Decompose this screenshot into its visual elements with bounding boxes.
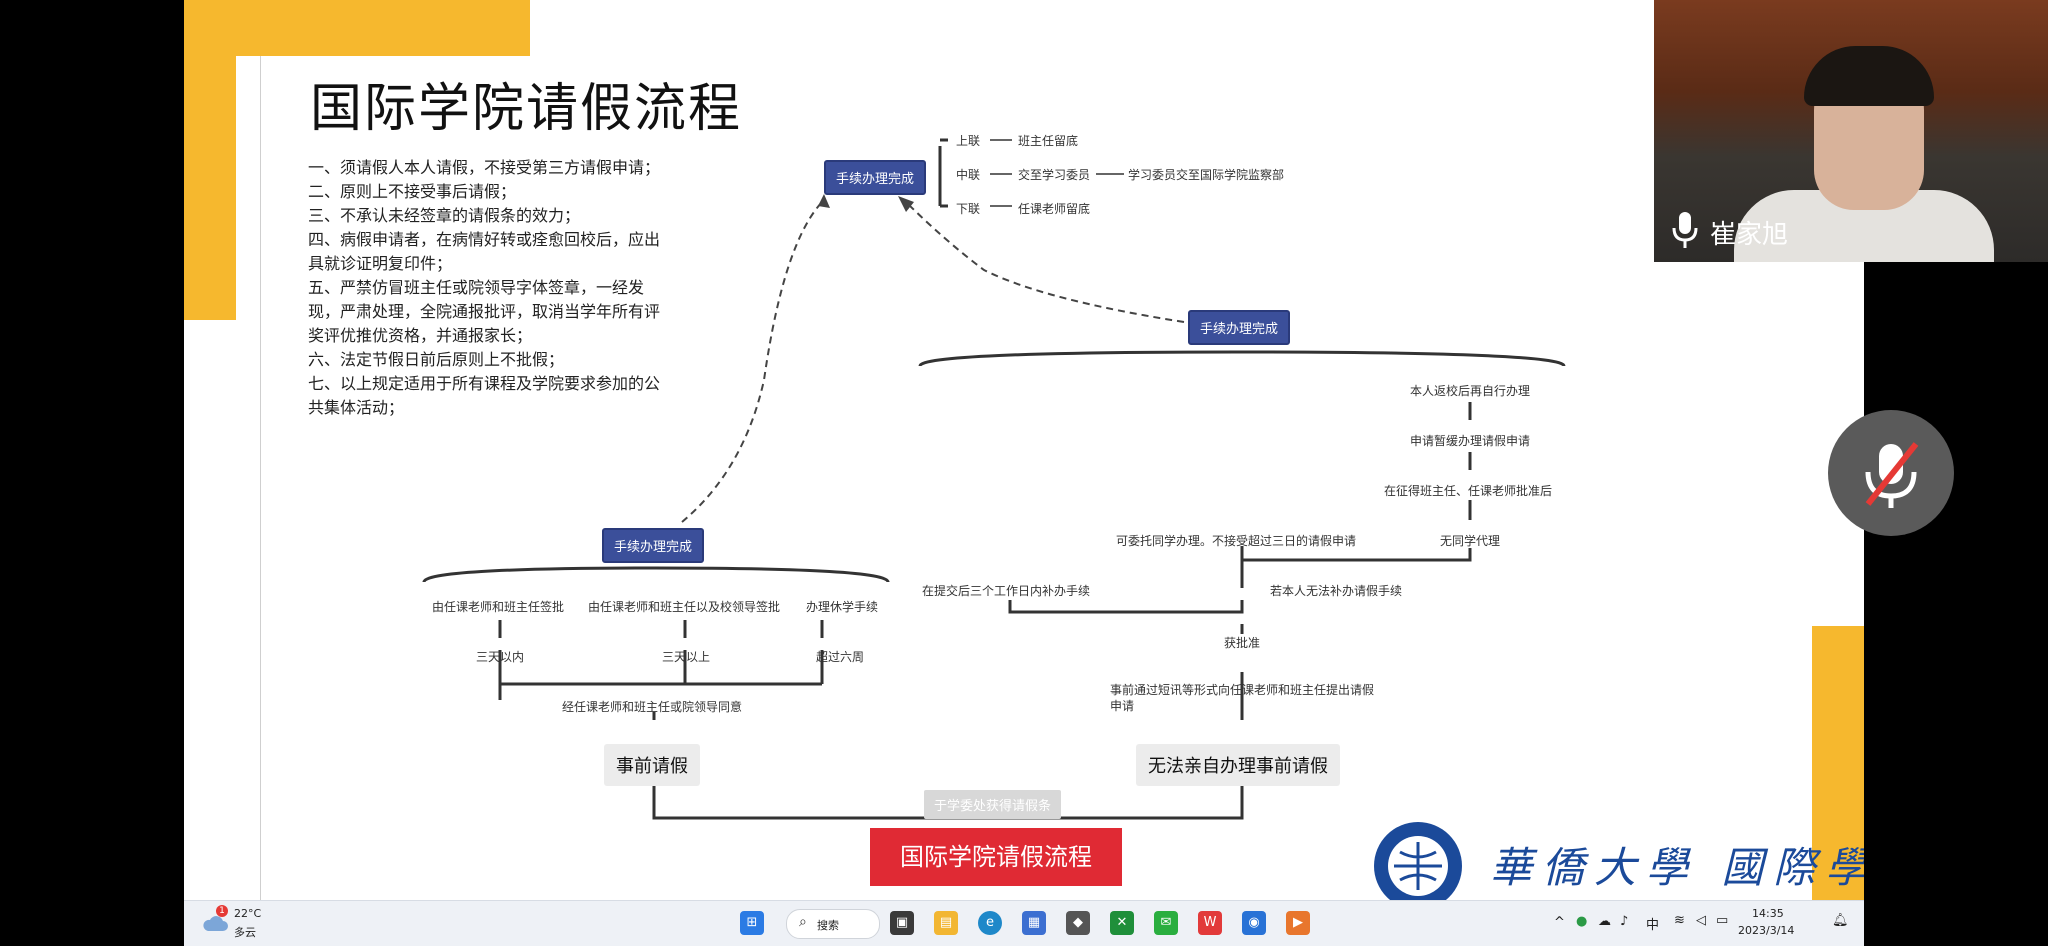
wifi-icon[interactable]: ≋ [1674, 913, 1685, 928]
flow-branch-left: 事前请假 [604, 744, 700, 786]
rule-line: 现，严肃处理，全院通报批评，取消当学年所有评 [308, 302, 661, 321]
rule-line: 共集体活动； [308, 398, 405, 417]
volume-icon[interactable]: ◁ [1696, 913, 1706, 928]
flow-right-return: 本人返校后再自行办理 [1410, 384, 1531, 398]
flow-right-after-sign: 在征得班主任、任课老师批准后 [1384, 484, 1553, 498]
flow-top-mid: 交至学习委员 [1018, 168, 1091, 182]
accent-bar-right [1812, 626, 1864, 900]
wechat-icon[interactable]: ✉ [1154, 911, 1178, 935]
tray-cloud-icon[interactable]: ● [1576, 914, 1588, 929]
notification-icon[interactable]: 🔔︎ [1832, 913, 1849, 928]
flow-left-duration-3: 超过六周 [816, 650, 865, 664]
mute-mic-button[interactable] [1828, 410, 1954, 536]
slides-app-icon[interactable]: ▶ [1286, 911, 1310, 935]
flow-right-within3: 在提交后三个工作日内补办手续 [922, 584, 1091, 598]
start-button[interactable]: ⊞ [740, 911, 764, 935]
accent-bar-left [184, 0, 236, 320]
participant-name: 崔家旭 [1710, 220, 1789, 250]
flow-done-top: 手续办理完成 [824, 160, 927, 195]
flow-done-left: 手续办理完成 [602, 528, 705, 563]
shared-screen: 国际学院请假流程 一、须请假人本人请假，不接受第三方请假申请； 二、原则上不接受… [184, 0, 1864, 945]
flow-root: 国际学院请假流程 [870, 828, 1122, 886]
weather-badge: 1 [216, 905, 228, 917]
clock-time[interactable]: 14:35 [1752, 907, 1784, 920]
flow-left-duration-2: 三天以上 [662, 650, 711, 664]
rule-line: 奖评优推优资格，并通报家长； [308, 326, 533, 345]
app-3d-icon[interactable]: ◆ [1066, 911, 1090, 935]
rule-line: 七、以上规定适用于所有课程及学院要求参加的公 [308, 374, 661, 393]
flow-right-entrust: 可委托同学办理。不接受超过三日的请假申请 [1116, 534, 1357, 548]
rule-line: 四、病假申请者，在病情好转或痊愈回校后，应出 [308, 230, 661, 249]
rule-line: 三、不承认未经签章的请假条的效力； [308, 206, 581, 225]
flow-top-upper: 班主任留底 [1018, 134, 1079, 148]
flow-top-lower: 任课老师留底 [1018, 202, 1091, 216]
weather-temp[interactable]: 22°C [234, 907, 262, 920]
flow-collect-slip: 于学委处获得请假条 [924, 790, 1062, 819]
flow-right-apply-defer: 申请暂缓办理请假申请 [1410, 434, 1531, 448]
rule-line: 五、严禁仿冒班主任或院领导字体签章，一经发 [308, 278, 645, 297]
mic-muted-icon [1865, 442, 1919, 508]
flow-done-right: 手续办理完成 [1188, 310, 1291, 345]
flow-left-approval-2: 由任课老师和班主任以及校领导签批 [588, 600, 781, 614]
flow-top-mid-next: 学习委员交至国际学院监察部 [1128, 168, 1285, 182]
flow-branch-right: 无法亲自办理事前请假 [1136, 744, 1340, 786]
flow-right-step1: 事前通过短讯等形式向任课老师和班主任提出请假申请 [1110, 683, 1375, 713]
tray-onedrive-icon[interactable]: ☁ [1598, 914, 1611, 929]
flow-left-agree: 经任课老师和班主任或院领导同意 [562, 700, 743, 714]
rules-list: 一、须请假人本人请假，不接受第三方请假申请； 二、原则上不接受事后请假； 三、不… [308, 156, 688, 420]
battery-icon[interactable]: ▭ [1716, 913, 1729, 928]
rule-line: 二、原则上不接受事后请假； [308, 182, 517, 201]
school-logo [1374, 822, 1462, 900]
taskbar-search[interactable]: ⌕ 搜索 [786, 909, 880, 939]
rule-line: 六、法定节假日前后原则上不批假； [308, 350, 565, 369]
tray-chevron-icon[interactable]: ^ [1554, 915, 1565, 930]
store-icon[interactable]: ▦ [1022, 911, 1046, 935]
participant-hair [1804, 46, 1934, 106]
task-view-icon[interactable]: ▣ [890, 911, 914, 935]
taskbar: 1 22°C 多云 ⊞ ⌕ 搜索 ▣ ▤ e ▦ ◆ ✕ ✉ W ◉ ▶ ^ ●… [184, 900, 1864, 946]
search-icon: ⌕ [799, 914, 807, 930]
clock-date[interactable]: 2023/3/14 [1738, 924, 1795, 937]
rule-line: 具就诊证明复印件； [308, 254, 453, 273]
flow-top-upper-label: 上联 [956, 134, 981, 148]
slide-title: 国际学院请假流程 [310, 79, 743, 139]
weather-desc: 多云 [234, 926, 256, 939]
edge-browser-icon[interactable]: e [978, 911, 1002, 935]
wps-icon[interactable]: W [1198, 911, 1222, 935]
flow-top-lower-label: 下联 [956, 202, 981, 216]
flow-left-approval-3: 办理休学手续 [806, 600, 879, 614]
xbox-icon[interactable]: ✕ [1110, 911, 1134, 935]
slide-divider [260, 56, 261, 900]
tray-mic-icon[interactable]: ♪ [1620, 914, 1629, 929]
search-label: 搜索 [817, 919, 839, 932]
flow-left-duration-1: 三天以内 [476, 650, 525, 664]
flow-top-mid-label: 中联 [956, 168, 981, 182]
flow-right-cannot: 若本人无法补办请假手续 [1270, 584, 1403, 598]
school-logo-text: 華僑大學 國際學院 [1490, 843, 1864, 892]
mic-icon [1672, 212, 1698, 248]
flow-right-no-proxy: 无同学代理 [1440, 534, 1501, 548]
cloud-icon [203, 916, 228, 931]
meeting-app-icon[interactable]: ◉ [1242, 911, 1266, 935]
ime-indicator[interactable]: 中 [1646, 918, 1660, 933]
participant-video[interactable]: 崔家旭 [1654, 0, 2048, 262]
flow-left-approval-1: 由任课老师和班主任签批 [432, 600, 565, 614]
accent-bar-top [184, 0, 530, 56]
flow-right-approved: 获批准 [1224, 636, 1261, 650]
file-explorer-icon[interactable]: ▤ [934, 911, 958, 935]
rule-line: 一、须请假人本人请假，不接受第三方请假申请； [308, 158, 661, 177]
